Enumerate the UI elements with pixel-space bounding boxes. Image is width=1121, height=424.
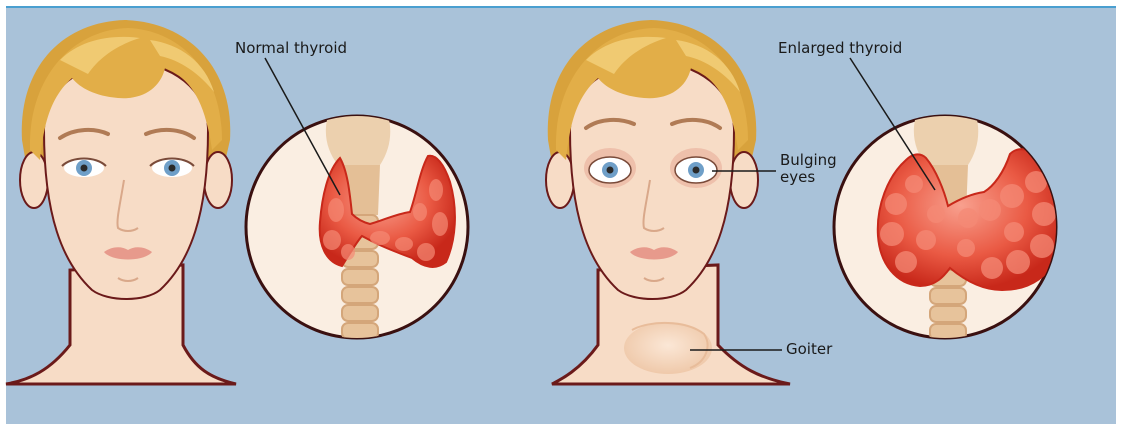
label-bulging: Bulging — [780, 152, 837, 169]
label-eyes: eyes — [780, 169, 815, 186]
label-normal-thyroid: Normal thyroid — [235, 40, 347, 57]
label-enlarged-thyroid: Enlarged thyroid — [778, 40, 902, 57]
label-goiter: Goiter — [786, 341, 832, 358]
